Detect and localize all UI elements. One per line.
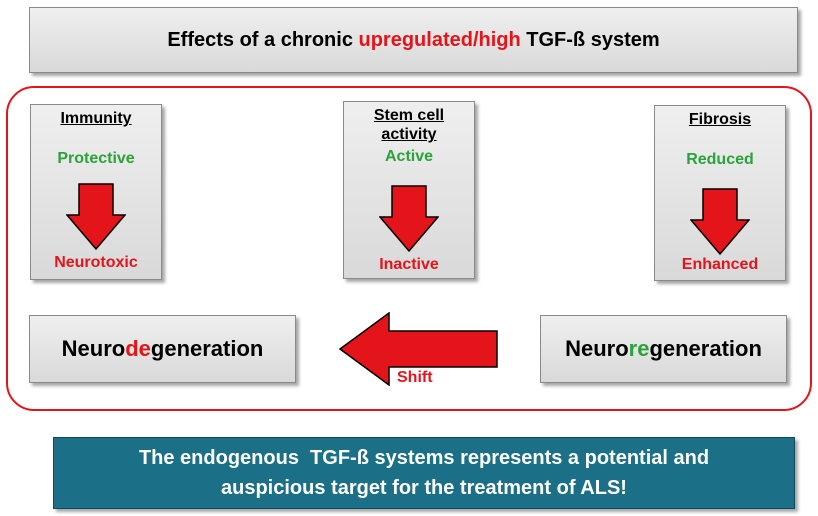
down-arrow-icon: [379, 185, 439, 253]
fibrosis-heading: Fibrosis: [688, 111, 752, 128]
title-box: Effects of a chronic upregulated/high TG…: [29, 7, 798, 73]
title-text-2: TGF-ß system: [520, 28, 660, 51]
immunity-after: Neurotoxic: [54, 254, 138, 271]
neurodegeneration-highlight: de: [125, 336, 151, 361]
neuroregeneration-prefix: Neuro: [565, 336, 629, 361]
neurodegeneration-prefix: Neuro: [61, 336, 126, 361]
immunity-heading: Immunity: [60, 110, 132, 127]
stem-cell-before: Active: [384, 148, 434, 165]
conclusion-line-1: The endogenous TGF-ß systems represents …: [138, 447, 710, 469]
stem-cell-after: Inactive: [379, 256, 439, 273]
stem-cell-heading: Stem cell activity: [373, 107, 445, 143]
fibrosis-after: Enhanced: [681, 256, 759, 273]
conclusion-line-2: auspicious target for the treatment of A…: [221, 477, 627, 499]
conclusion-box: The endogenous TGF-ß systems represents …: [53, 437, 795, 509]
title-text-1: Effects of a chronic: [167, 28, 359, 51]
immunity-before: Protective: [57, 150, 135, 167]
shift-arrow-icon: [339, 312, 498, 386]
stem-cell-card: Stem cell activity Active Inactive: [343, 101, 475, 279]
shift-label: Shift: [397, 369, 433, 386]
fibrosis-before: Reduced: [686, 151, 754, 168]
effects-frame: [6, 86, 812, 411]
immunity-card: Immunity Protective Neurotoxic: [30, 104, 162, 280]
neurodegeneration-suffix: generation: [150, 336, 264, 361]
neuroregeneration-highlight: re: [628, 336, 650, 361]
fibrosis-card: Fibrosis Reduced Enhanced: [654, 105, 786, 281]
title-highlight: upregulated/high: [358, 28, 521, 51]
neuroregeneration-suffix: generation: [649, 336, 762, 361]
down-arrow-icon: [66, 183, 126, 251]
down-arrow-icon: [690, 188, 750, 256]
